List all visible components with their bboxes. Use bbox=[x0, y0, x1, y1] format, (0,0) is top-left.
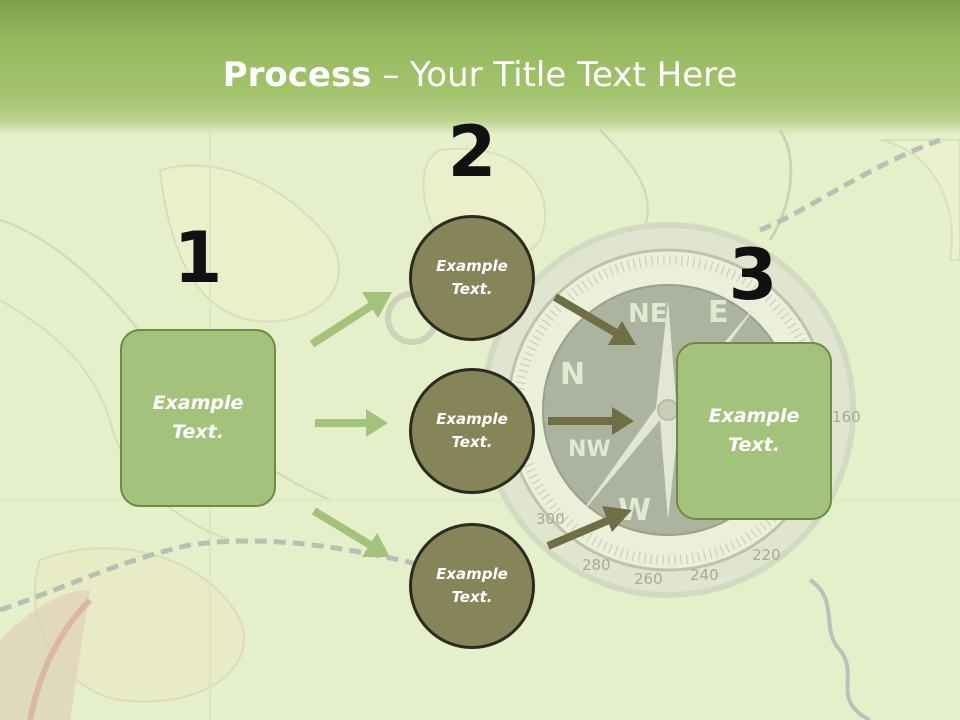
circle-top[interactable]: Example Text. bbox=[409, 215, 535, 341]
slide-title: Process – Your Title Text Here bbox=[0, 52, 960, 98]
title-rest: – Your Title Text Here bbox=[371, 55, 738, 95]
compass-label-n: N bbox=[560, 357, 585, 392]
circle-bottom-text: Example Text. bbox=[436, 565, 508, 606]
circle-middle-text: Example Text. bbox=[436, 410, 508, 451]
compass-label-e: E bbox=[708, 295, 729, 330]
right-box-text: Example Text. bbox=[708, 405, 800, 456]
title-bold: Process bbox=[222, 55, 372, 95]
title-bar bbox=[0, 0, 960, 135]
left-box-text: Example Text. bbox=[152, 392, 244, 443]
circle-middle[interactable]: Example Text. bbox=[409, 368, 535, 494]
circle-top-text: Example Text. bbox=[436, 257, 508, 298]
left-example-box[interactable]: Example Text. bbox=[120, 329, 276, 507]
step-number-1: 1 bbox=[173, 217, 223, 299]
circle-bottom[interactable]: Example Text. bbox=[409, 523, 535, 649]
step-number-2: 2 bbox=[447, 111, 497, 193]
compass-degree-160: 160 bbox=[832, 408, 861, 426]
compass-degree-280: 280 bbox=[582, 556, 611, 574]
right-example-box[interactable]: Example Text. bbox=[676, 342, 832, 520]
compass-degree-240: 240 bbox=[690, 566, 719, 584]
compass-degree-260: 260 bbox=[634, 570, 663, 588]
compass-label-nw: NW bbox=[568, 437, 611, 462]
compass-degree-220: 220 bbox=[752, 546, 781, 564]
step-number-3: 3 bbox=[728, 234, 778, 316]
